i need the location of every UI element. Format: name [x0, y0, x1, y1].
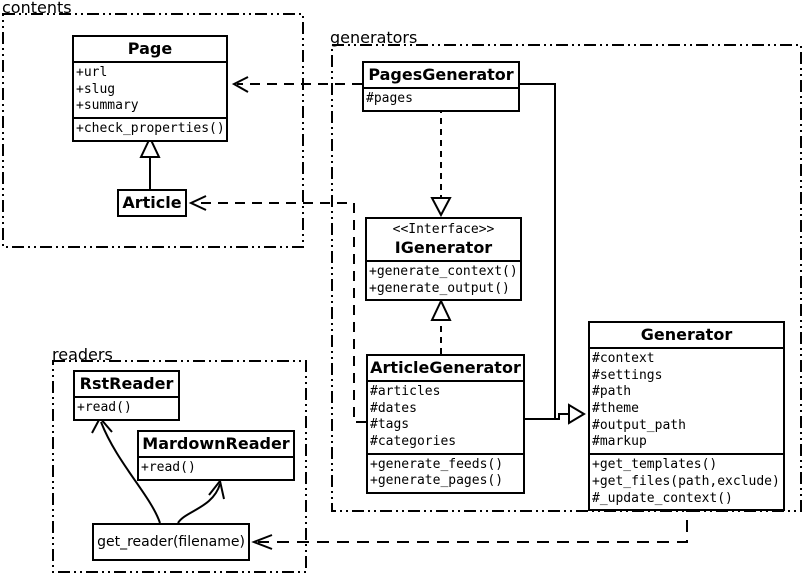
function-get-reader: get_reader(filename)	[92, 523, 250, 561]
function-get-reader-label: get_reader(filename)	[97, 534, 245, 550]
class-page-title: Page	[127, 39, 173, 58]
class-article-title: Article	[122, 193, 182, 212]
dependency-arrowhead-page	[231, 76, 249, 93]
method: #_update_context()	[592, 490, 733, 506]
attribute: #output_path	[592, 417, 686, 433]
package-border-readers	[52, 360, 307, 573]
attribute: #categories	[370, 434, 457, 450]
class-page-attributes: +url +slug +summary	[74, 61, 226, 117]
attribute: +slug	[76, 81, 116, 97]
dependency-line-articlegenerator-article	[195, 202, 366, 423]
inheritance-triangle-generator	[568, 403, 586, 425]
class-mardownreader: MardownReader +read()	[137, 430, 295, 481]
realization-triangle-igenerator-bottom	[430, 298, 452, 321]
method: +read()	[77, 400, 132, 415]
interface-igenerator-methods: +generate_context() +generate_output()	[367, 260, 520, 299]
attribute: #dates	[370, 400, 417, 416]
class-generator: Generator #context #settings #path #them…	[588, 321, 785, 512]
method: +generate_context()	[369, 264, 518, 279]
method: +generate_feeds()	[370, 456, 504, 472]
class-pagesgenerator: PagesGenerator #pages	[362, 61, 520, 112]
attribute: #path	[592, 384, 632, 400]
attribute: #context	[592, 351, 655, 366]
interface-stereotype: <<Interface>>	[392, 222, 495, 237]
method: +get_files(path,exclude)	[592, 473, 780, 489]
package-border-contents	[2, 13, 304, 248]
class-mardownreader-title: MardownReader	[142, 434, 290, 453]
class-rstreader: RstReader +read()	[73, 370, 180, 421]
class-mardownreader-methods: +read()	[139, 456, 293, 479]
attribute: +url	[76, 65, 108, 80]
dependency-line-generator-getreader	[258, 500, 688, 543]
interface-igenerator-title: IGenerator	[394, 238, 493, 257]
dependency-arrowhead-article	[188, 195, 207, 211]
interface-igenerator: <<Interface>> IGenerator +generate_conte…	[365, 217, 522, 302]
class-generator-methods: +get_templates() +get_files(path,exclude…	[590, 453, 783, 509]
package-label-readers: readers	[52, 345, 113, 364]
class-article: Article	[117, 189, 187, 217]
class-pagesgenerator-attributes: #pages	[364, 87, 518, 110]
class-generator-attributes: #context #settings #path #theme #output_…	[590, 347, 783, 453]
class-articlegenerator: ArticleGenerator #articles #dates #tags …	[366, 354, 525, 495]
inheritance-line-articlegenerator-generator	[525, 413, 570, 420]
reference-curve-getreader-rstreader	[100, 421, 161, 524]
inheritance-line-pagesgenerator-generator	[520, 83, 556, 419]
method: +check_properties()	[76, 121, 224, 137]
class-page-methods: +check_properties()	[74, 117, 226, 140]
attribute: #markup	[592, 434, 647, 450]
attribute: +summary	[76, 98, 139, 114]
class-articlegenerator-title: ArticleGenerator	[370, 358, 521, 377]
attribute: #tags	[370, 417, 410, 433]
class-pagesgenerator-title: PagesGenerator	[368, 65, 514, 84]
inheritance-triangle-article-page	[139, 135, 161, 158]
method: +read()	[141, 460, 196, 475]
class-articlegenerator-methods: +generate_feeds() +generate_pages()	[368, 452, 523, 492]
realization-triangle-igenerator-top	[430, 197, 452, 218]
class-articlegenerator-attributes: #articles #dates #tags #categories	[368, 380, 523, 453]
class-rstreader-methods: +read()	[75, 396, 178, 419]
attribute: #pages	[366, 91, 413, 106]
package-label-contents: contents	[2, 0, 72, 17]
class-generator-title: Generator	[640, 325, 733, 344]
attribute: #articles	[370, 384, 441, 399]
method: +generate_output()	[369, 280, 510, 296]
attribute: #settings	[592, 367, 663, 383]
package-border-generators	[331, 44, 802, 512]
attribute: #theme	[592, 401, 639, 417]
reference-arrowhead-mardownreader	[208, 478, 225, 500]
package-label-generators: generators	[330, 28, 418, 47]
class-rstreader-title: RstReader	[79, 374, 174, 393]
class-page: Page +url +slug +summary +check_properti…	[72, 35, 228, 142]
reference-curve-getreader-mardownreader	[177, 483, 221, 524]
method: +generate_pages()	[370, 473, 504, 489]
method: +get_templates()	[592, 457, 718, 473]
dependency-arrowhead-getreader	[251, 534, 273, 550]
